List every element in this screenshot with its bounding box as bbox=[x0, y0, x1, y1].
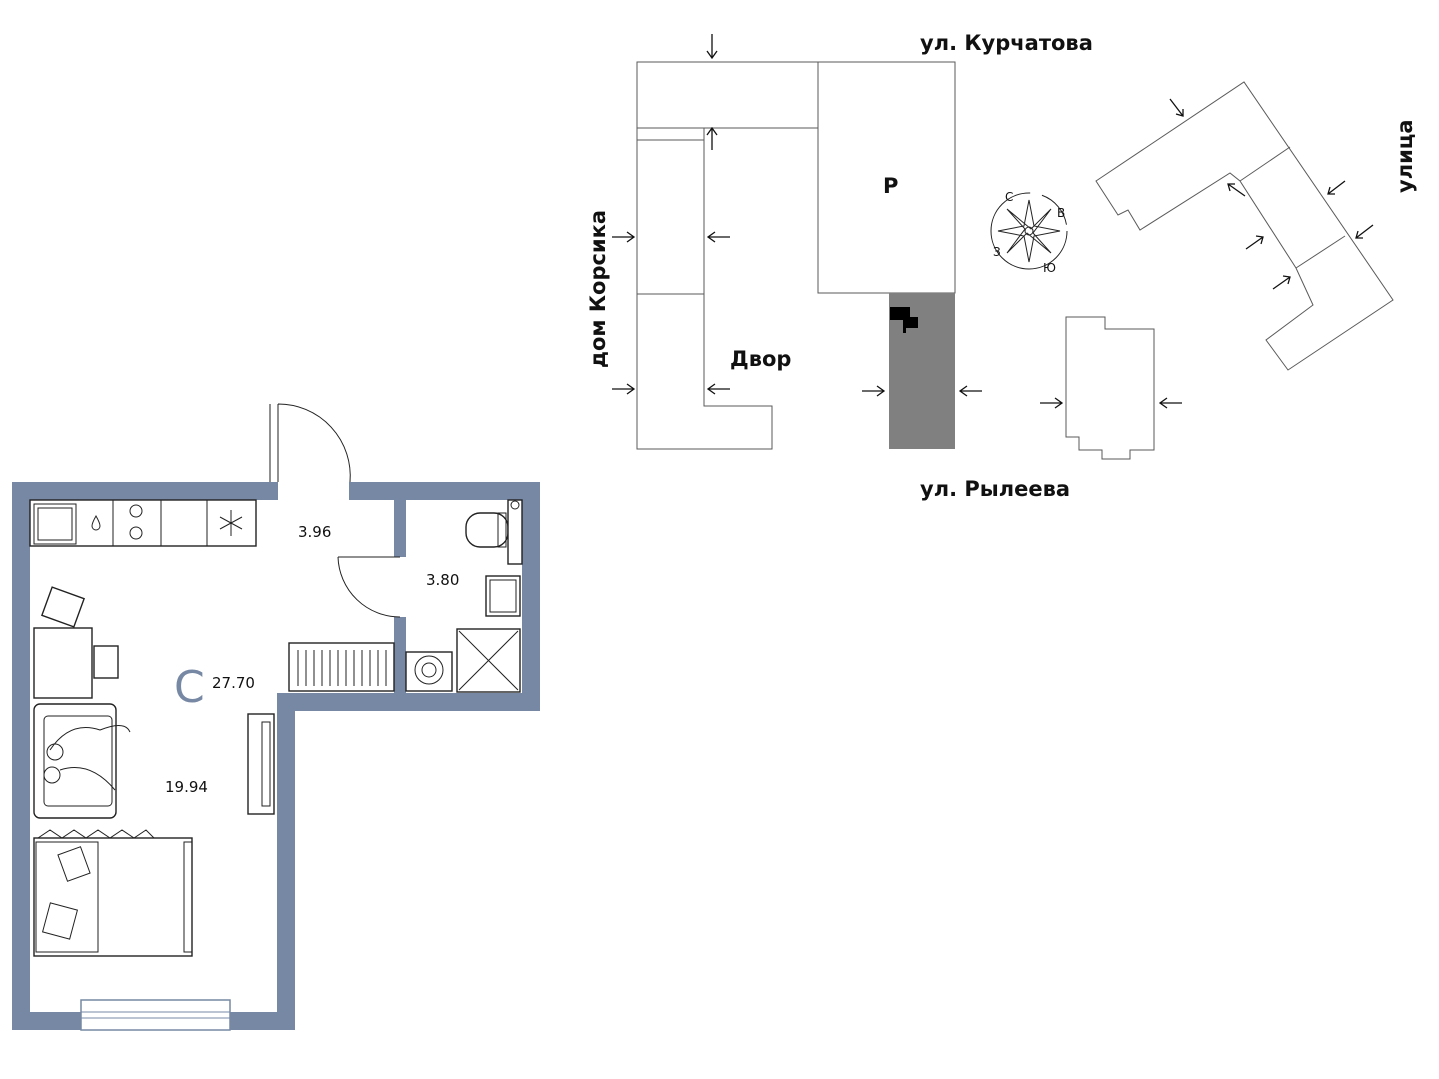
building-west-label: дом Корсика bbox=[586, 210, 610, 368]
compass-east: В bbox=[1057, 206, 1065, 220]
compass-rose: С В Ю З bbox=[990, 190, 1068, 275]
building-east bbox=[1095, 81, 1394, 371]
street-north-label: ул. Курчатова bbox=[920, 31, 1093, 55]
street-south-label: ул. Рылеева bbox=[920, 477, 1070, 501]
building-marker-icon bbox=[890, 307, 918, 333]
building-south-east bbox=[1065, 316, 1155, 460]
washing-machine-icon bbox=[414, 655, 444, 685]
window bbox=[80, 999, 231, 1031]
tv-unit bbox=[247, 713, 275, 815]
dining-set bbox=[33, 586, 119, 699]
walls bbox=[12, 482, 540, 1030]
sofa bbox=[33, 703, 131, 819]
entrance-door-icon bbox=[269, 403, 351, 483]
bathroom-door-icon bbox=[337, 556, 401, 618]
flat-total-area: 27.70 bbox=[212, 674, 255, 692]
room-area-hallway: 3.96 bbox=[298, 523, 331, 541]
room-area-bathroom: 3.80 bbox=[426, 571, 459, 589]
flat-symbol: С bbox=[174, 662, 205, 713]
kitchen-unit bbox=[29, 499, 257, 547]
water-drop-icon bbox=[91, 514, 101, 531]
apartment-plan: 3.96 3.80 19.94 С 27.70 bbox=[12, 403, 540, 1031]
compass-west: З bbox=[993, 245, 1001, 259]
wardrobe bbox=[288, 642, 395, 692]
courtyard-label: Двор bbox=[730, 347, 791, 371]
bathroom-fixtures bbox=[405, 499, 523, 693]
compass-north: С bbox=[1005, 190, 1013, 204]
bed bbox=[33, 829, 193, 957]
room-area-living: 19.94 bbox=[165, 778, 208, 796]
compass-south: Ю bbox=[1043, 261, 1056, 275]
site-plan: С В Ю З ул. Курчатова ул. Рылеева улица … bbox=[586, 31, 1417, 501]
parking-label: P bbox=[883, 174, 898, 198]
snowflake-icon bbox=[219, 510, 243, 536]
hob-burner-icon bbox=[129, 504, 143, 518]
entrance-arrows bbox=[612, 34, 1374, 409]
street-east-label: улица bbox=[1393, 119, 1417, 193]
